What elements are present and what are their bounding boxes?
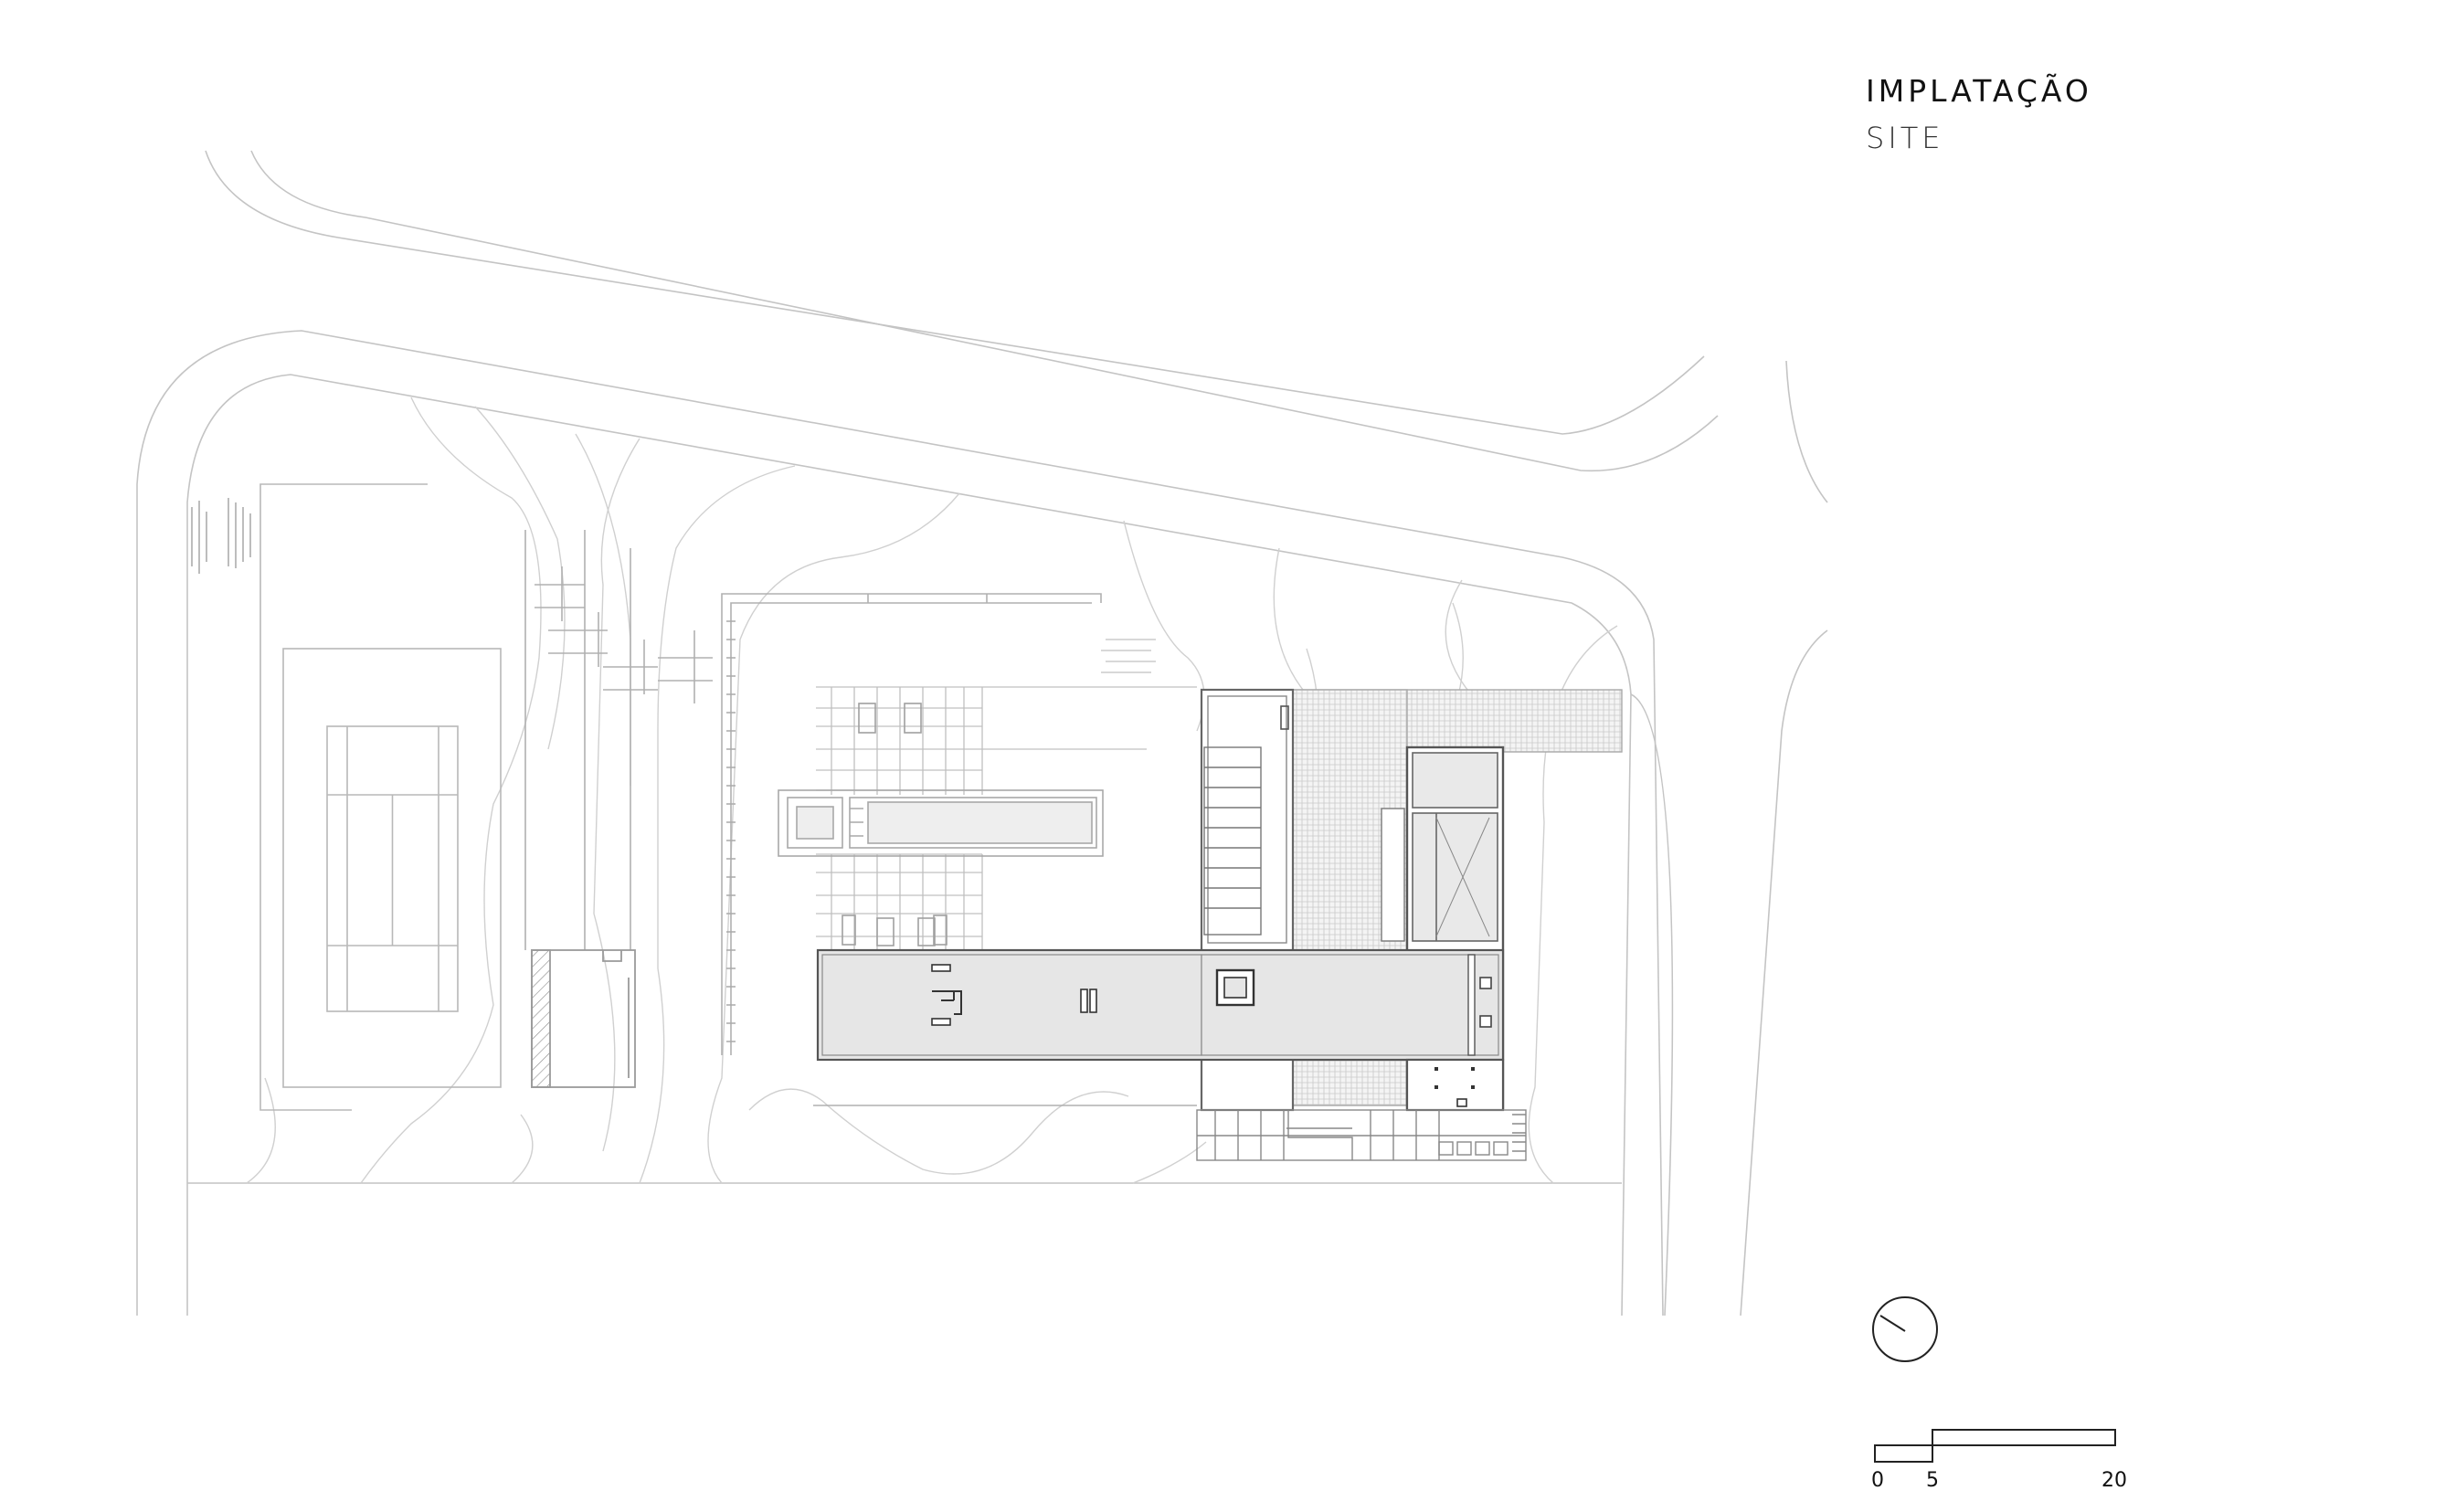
scale-label-5: 5 [1926, 1469, 1939, 1492]
left-fence-ticks [191, 498, 251, 574]
drawing-subtitle: SITE [1866, 121, 1944, 155]
deck-grid [816, 639, 1197, 950]
garden-fence-ticks [726, 620, 736, 1042]
north-arrow-icon [1872, 1296, 1938, 1362]
pool [778, 789, 1104, 857]
garden-enclosure [721, 593, 1197, 1106]
loungers [842, 703, 947, 946]
pathway [524, 530, 713, 950]
road-lines [136, 150, 1828, 1316]
house [816, 688, 1623, 1161]
drawing-title: IMPLATAÇÃO [1866, 73, 2092, 109]
scale-label-0: 0 [1871, 1469, 1884, 1492]
small-structure [531, 949, 636, 1088]
tennis-court [259, 483, 502, 1111]
scale-label-20: 20 [2101, 1469, 2127, 1492]
scale-bar: 0 5 20 [1871, 1429, 2127, 1492]
